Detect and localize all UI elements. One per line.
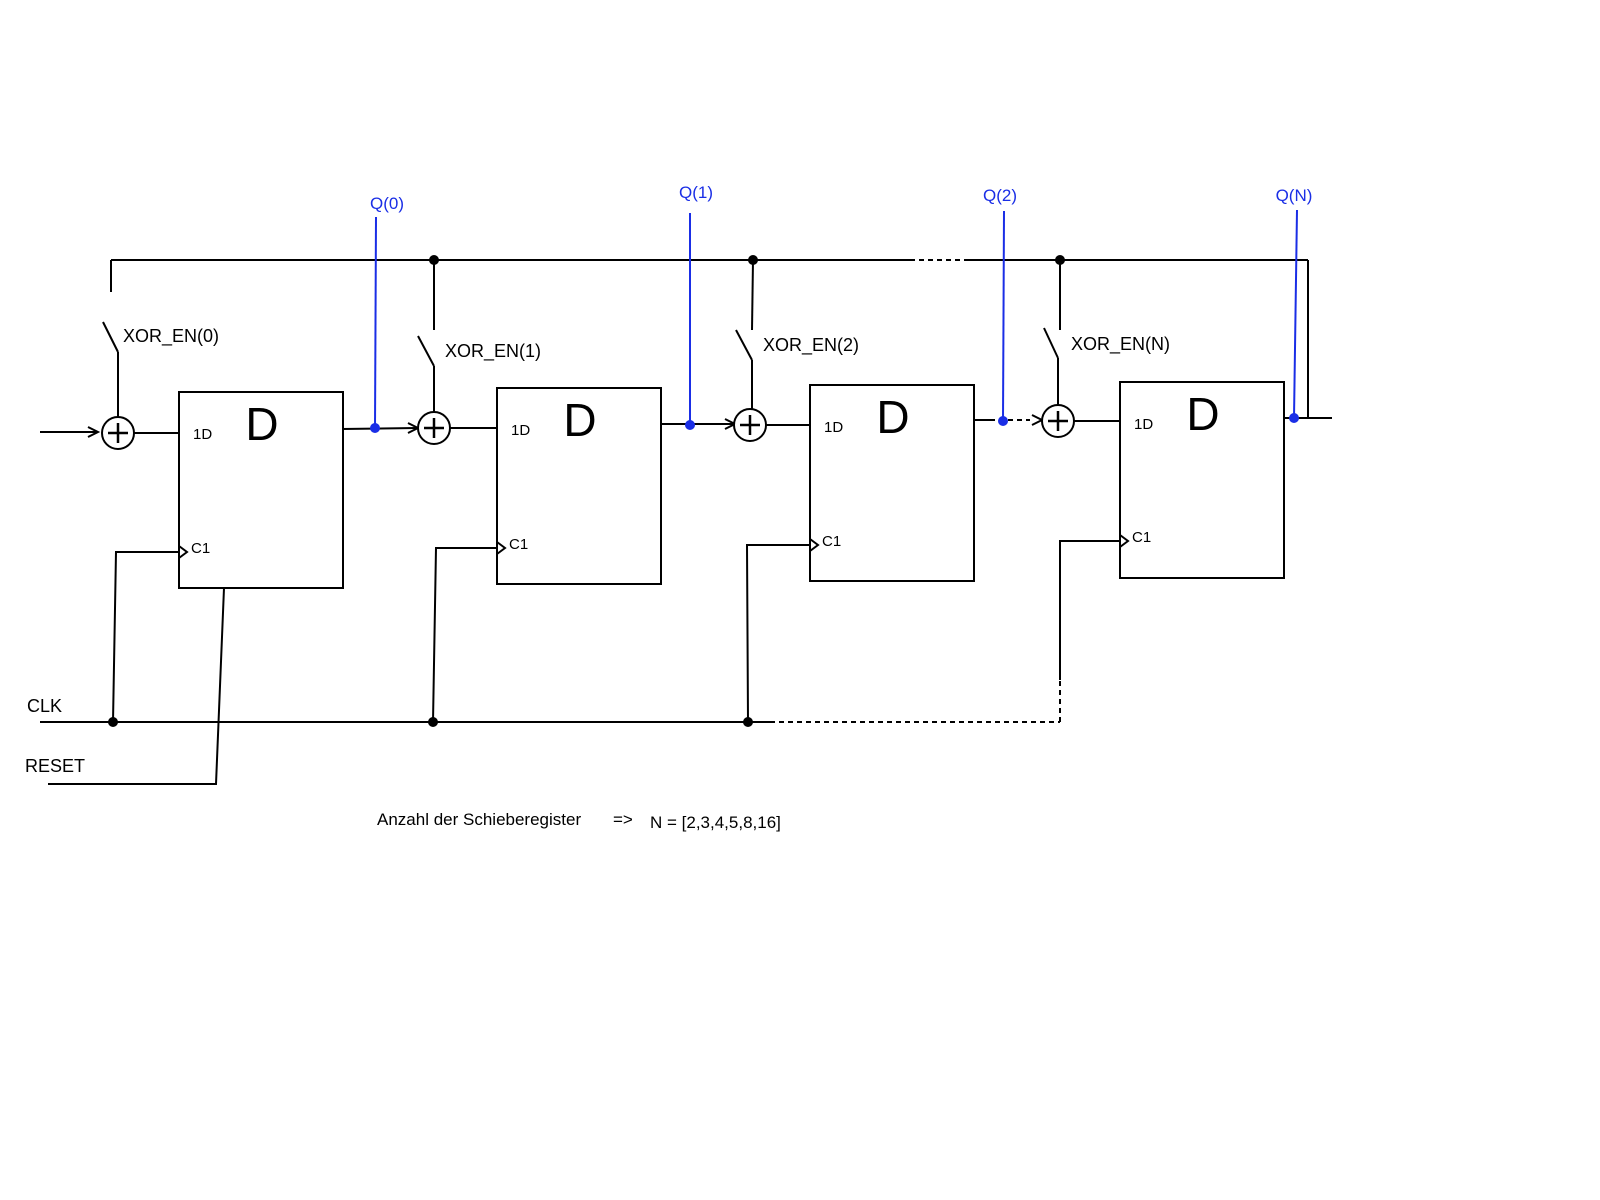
input-line — [40, 426, 101, 438]
d-pin-label: 1D — [511, 422, 530, 439]
d-pin-label: 1D — [1134, 416, 1153, 433]
switch-label-0: XOR_EN(0) — [123, 326, 219, 347]
output-label-1: Q(1) — [679, 183, 713, 202]
d-pin-label: 1D — [824, 419, 843, 436]
register-count-note: Anzahl der Schieberegister => N = [2,3,4… — [377, 810, 781, 832]
switch-label-1: XOR_EN(1) — [445, 341, 541, 362]
note-prefix: Anzahl der Schieberegister — [377, 810, 581, 829]
output-tap-2: Q(2) — [983, 186, 1017, 426]
output-tap-n: Q(N) — [1276, 186, 1313, 423]
clock-pin-label: C1 — [191, 540, 210, 557]
d-pin-label: 1D — [193, 426, 212, 443]
reset-label: RESET — [25, 756, 85, 776]
clk-label: CLK — [27, 696, 62, 716]
flipflop-type-label: D — [563, 394, 596, 446]
output-tap-0: Q(0) — [370, 194, 404, 433]
flipflop-n: D 1D C1 — [1119, 381, 1285, 579]
flipflop-type-label: D — [1186, 388, 1219, 440]
switch-label-n: XOR_EN(N) — [1071, 334, 1170, 355]
reset-line — [48, 587, 225, 785]
output-label-n: Q(N) — [1276, 186, 1313, 205]
note-arrow: => — [613, 810, 633, 829]
output-tap-1: Q(1) — [679, 183, 713, 430]
flipflop-1: D 1D C1 — [496, 387, 662, 585]
stage-2 — [662, 259, 810, 442]
flipflop-0: D 1D C1 — [178, 391, 344, 589]
clock-pin-label: C1 — [1132, 529, 1151, 546]
flipflop-type-label: D — [876, 391, 909, 443]
clk-line — [40, 540, 1120, 727]
stage-n — [972, 260, 1332, 438]
note-value: N = [2,3,4,5,8,16] — [650, 813, 781, 832]
flipflop-type-label: D — [245, 398, 278, 450]
clock-pin-label: C1 — [822, 533, 841, 550]
output-label-0: Q(0) — [370, 194, 404, 213]
stage-0 — [101, 321, 179, 450]
output-label-2: Q(2) — [983, 186, 1017, 205]
switch-label-2: XOR_EN(2) — [763, 335, 859, 356]
clock-pin-label: C1 — [509, 536, 528, 553]
flipflop-2: D 1D C1 — [809, 384, 975, 582]
